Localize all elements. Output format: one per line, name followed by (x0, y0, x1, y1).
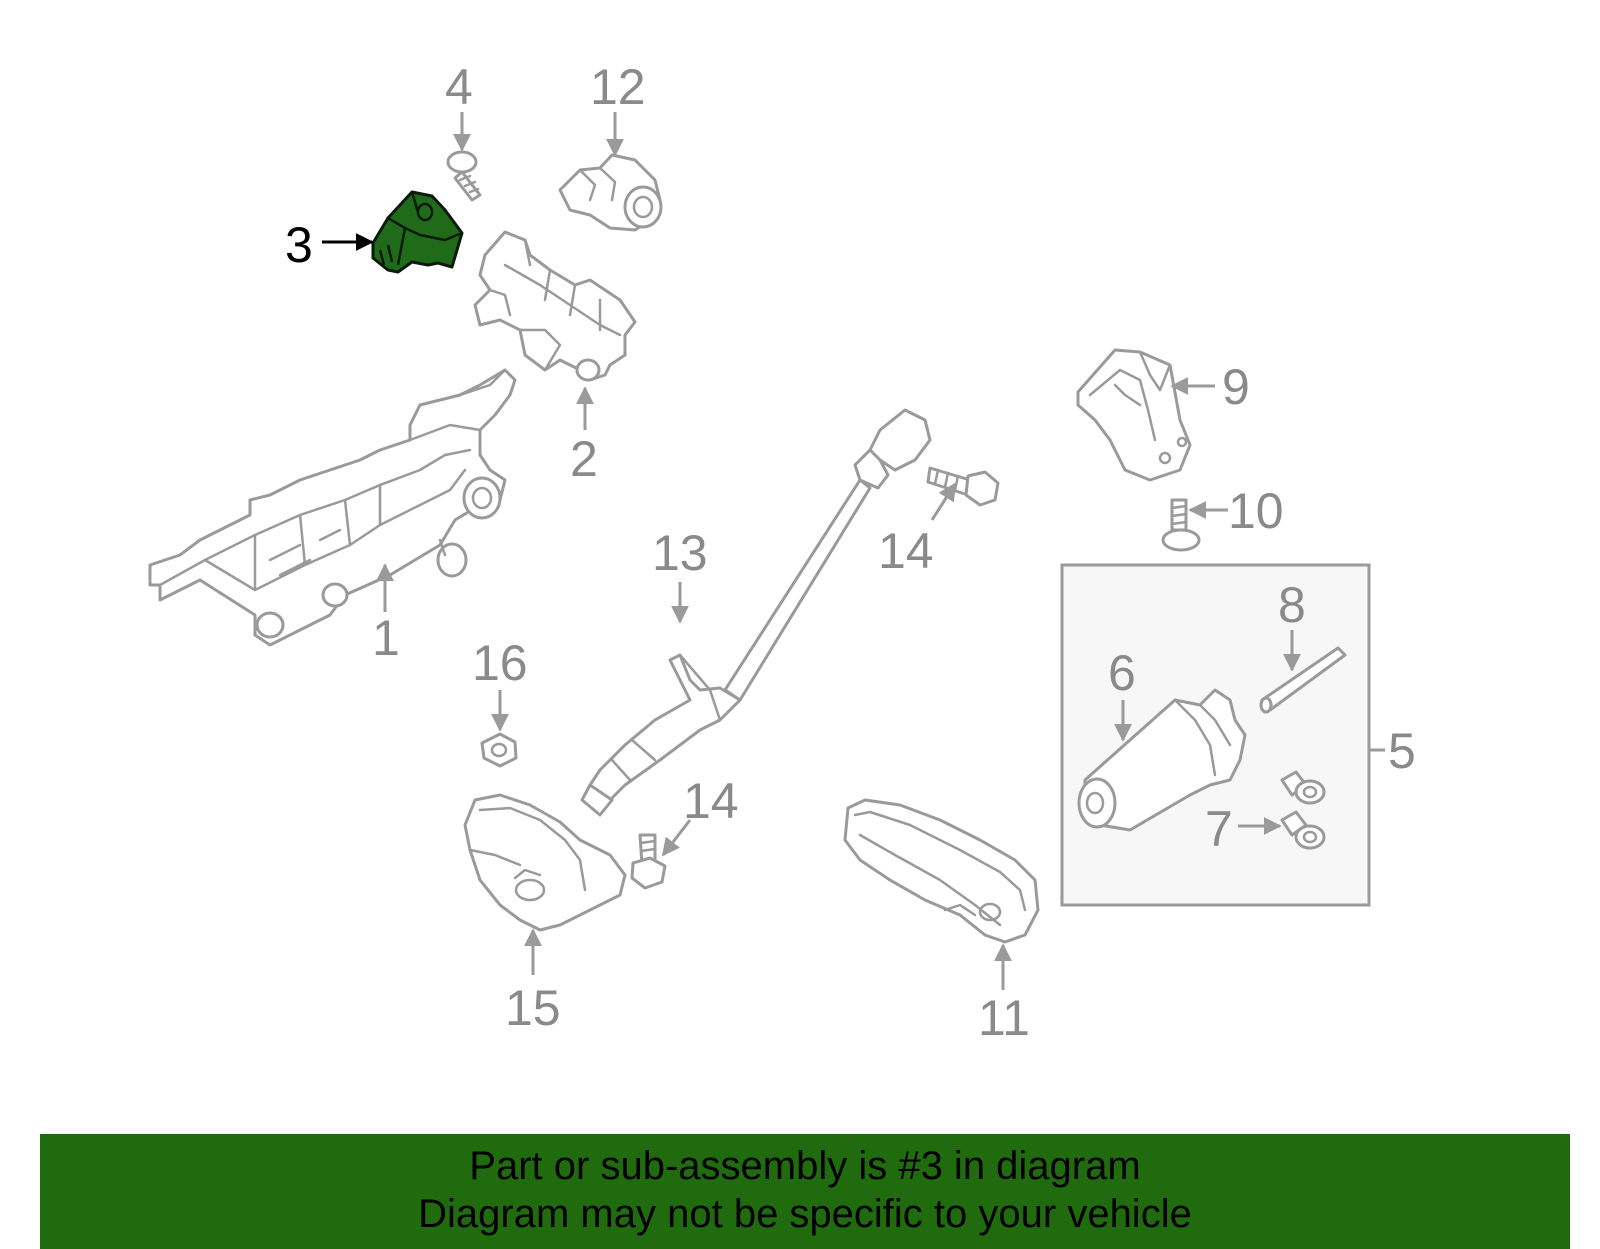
callout-13: 13 (652, 525, 708, 581)
callout-15: 15 (505, 980, 561, 1036)
part-2-bracket[interactable] (473, 230, 637, 382)
callout-14-upper: 14 (878, 523, 934, 579)
part-8-rod[interactable] (1259, 646, 1347, 714)
leader-14-lower (661, 819, 692, 857)
callout-12: 12 (590, 59, 646, 115)
leader-14-upper (930, 482, 957, 521)
callout-5: 5 (1388, 723, 1416, 779)
callout-numbers: 1 2 3 4 5 6 7 8 9 10 11 12 13 14 14 15 1… (285, 59, 1416, 1046)
callout-14-lower: 14 (683, 773, 739, 829)
leader-lines (322, 112, 1385, 990)
part-3-highlighted-module[interactable] (371, 190, 464, 274)
info-banner: Part or sub-assembly is #3 in diagram Di… (40, 1134, 1570, 1249)
part-12-switch[interactable] (558, 153, 663, 232)
part-16-nut[interactable] (480, 732, 518, 768)
banner-line-2: Diagram may not be specific to your vehi… (418, 1192, 1192, 1236)
callout-3: 3 (285, 217, 313, 273)
callout-6: 6 (1108, 645, 1136, 701)
banner-line-1: Part or sub-assembly is #3 in diagram (469, 1144, 1141, 1188)
part-7-screws[interactable] (1280, 770, 1326, 850)
callout-10: 10 (1228, 483, 1284, 539)
part-11-cover-tray[interactable] (843, 798, 1040, 944)
part-13-intermediate-shaft[interactable] (580, 408, 932, 817)
callout-1: 1 (372, 610, 400, 666)
part-10-screw[interactable] (1161, 498, 1201, 552)
part-14-lower-bolt[interactable] (630, 833, 667, 890)
part-6-motor[interactable] (1077, 688, 1247, 832)
callout-7: 7 (1205, 801, 1233, 857)
callout-11: 11 (978, 990, 1030, 1046)
callout-8: 8 (1278, 577, 1306, 633)
callout-16: 16 (472, 635, 528, 691)
part-1-steering-column[interactable] (148, 368, 517, 647)
callout-4: 4 (445, 59, 473, 115)
part-15-clock-spring[interactable] (463, 793, 627, 932)
part-4-screw[interactable] (446, 150, 482, 202)
part-9-cover[interactable] (1076, 348, 1192, 482)
part-14-upper-bolt[interactable] (926, 466, 1000, 507)
callout-9: 9 (1222, 359, 1250, 415)
callout-2: 2 (570, 431, 598, 487)
